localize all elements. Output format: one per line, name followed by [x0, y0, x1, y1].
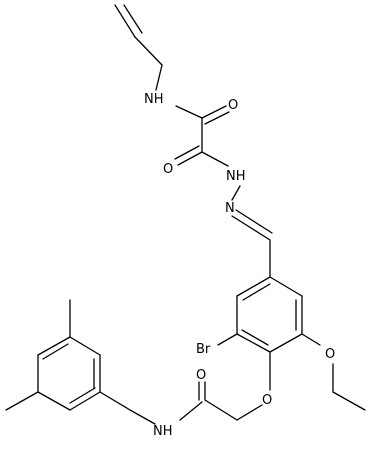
atom-label-o-ethoxy: O — [325, 347, 335, 362]
atom-label-o-amide-upper: O — [228, 98, 238, 113]
atom-labels: NH O O NH N Br O O O NH — [144, 92, 335, 439]
atom-label-o-amide-lower: O — [163, 162, 173, 177]
atom-label-nh-hydrazide: NH — [226, 169, 246, 184]
atom-label-o-ether: O — [262, 393, 272, 408]
bond-lines — [5, 4, 366, 425]
atom-label-n-imine: N — [225, 201, 235, 216]
atom-label-nh-anilide: NH — [153, 424, 173, 439]
atom-label-nh-allyl: NH — [144, 92, 164, 107]
atom-label-o-acetamide: O — [196, 368, 206, 383]
atom-label-br: Br — [196, 342, 211, 357]
